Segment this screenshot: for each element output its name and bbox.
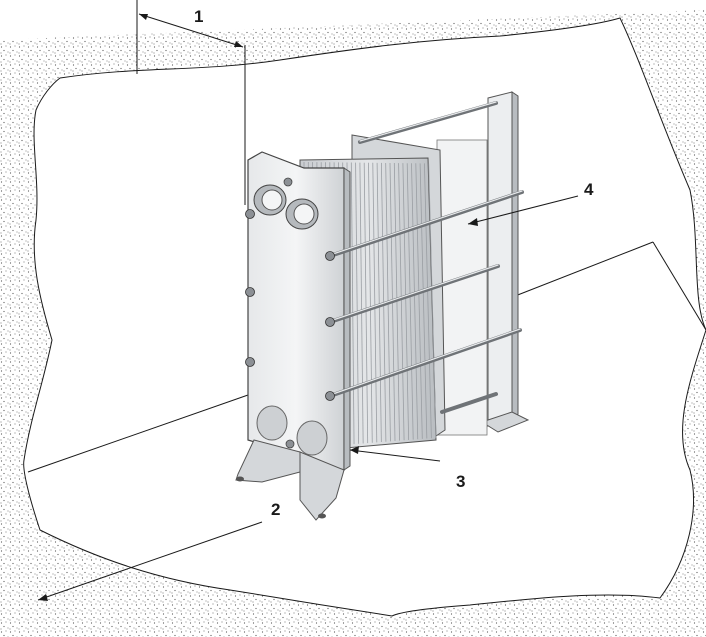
frame-plate [247,151,351,471]
callout-lines [37,0,579,601]
tightening-bolts [245,190,524,401]
frame-feet [235,439,345,521]
callout-3: 3 [456,472,465,491]
callout-2: 2 [271,500,280,519]
room-stipple-border [0,10,706,637]
room-corner-lines [27,241,706,473]
guide-bars [358,101,498,414]
callout-4: 4 [584,180,594,199]
port-connections [253,177,328,456]
callout-1: 1 [194,7,203,26]
support-column [436,91,530,436]
